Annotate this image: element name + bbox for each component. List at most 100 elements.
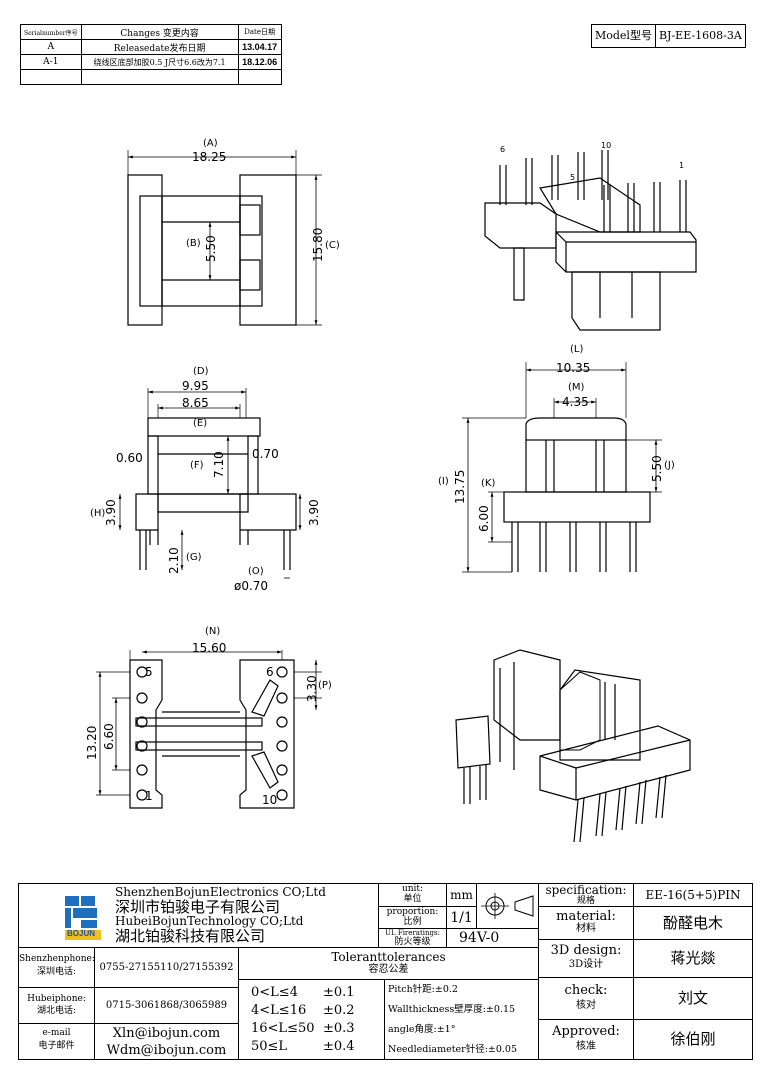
tol-value: ±0.4 [323,1039,355,1054]
bottom-pin6: 6 [266,665,274,679]
dim-O-value: ø0.70 [234,579,268,593]
isometric-view-upper [484,150,697,331]
tolerance-title-cell: Toleranttolerances 容忍公差 [239,948,539,980]
tol-range: 16<L≤50 [251,1021,315,1036]
design-label-cell: 3D design: 3D设计 [539,940,634,978]
fire-label-cn: 防火等级 [394,937,431,947]
iso-pin5: 5 [570,173,575,182]
tol-value: ±0.1 [323,985,355,1000]
unit-label-cn: 单位 [403,894,422,904]
bottom-pin10: 10 [262,793,277,807]
email-label: e-mail [42,1028,71,1038]
dim-A-label: (A) [203,138,218,149]
tol-pitch: Pitch针距:±0.2 [388,984,458,995]
fire-value: 94V-0 [447,929,539,948]
tol-range: 50≤L [251,1039,288,1054]
company-block: BOJUN ShenzhenBojunElectronics CO;Ltd 深圳… [19,884,379,948]
dim-right-gap: 0.70 [252,447,279,461]
dim-K-label: (K) [481,478,495,489]
dim-F-label: (F) [190,460,204,471]
proportion-label: proportion: [386,907,439,917]
dim-P-value: 3.30 [305,675,319,702]
dim-H-value: 3.90 [104,499,118,526]
proportion-label-cell: proportion: 比例 [379,907,447,929]
fire-label-cell: UL Fireratings: 防火等级 [379,929,447,948]
material-label-cn: 材料 [576,923,596,934]
company-en-1: ShenzhenBojunElectronics CO;Ltd [115,885,326,899]
design-label: 3D design: [550,943,622,958]
spec-label-cell: specification: 规格 [539,884,634,907]
tol-range: 4<L≤16 [251,1003,307,1018]
sz-phone: 0755-27155110/27155392 [95,948,239,988]
spec-label: specification: [545,883,627,897]
spec-value: EE-16(5+5)PIN [634,884,752,907]
check-label-cn: 核对 [576,1000,596,1011]
dim-bottom-v1: 13.20 [85,726,99,760]
iso-pin10: 10 [601,141,611,150]
dim-D-value: 9.95 [182,379,209,393]
dim-G-label: (G) [186,552,202,563]
hb-phone-label-cn: 湖北电话: [36,1006,77,1016]
dim-C-value: 15.80 [311,228,325,262]
tol-angle: angle角度:±1° [388,1024,456,1035]
email-label-cell: e-mail 电子邮件 [19,1024,95,1060]
company-cn-1: 深圳市铂骏电子有限公司 [115,898,281,916]
dim-F-value: 7.10 [212,451,226,478]
isometric-view-lower [455,649,691,843]
iso-pin1: 1 [679,161,684,170]
dim-G-value: 2.10 [167,547,181,574]
dim-B-value: 5.50 [204,235,218,262]
tol-value: ±0.3 [323,1021,355,1036]
projection-symbol-icon [477,884,539,929]
dim-M-label: (M) [568,382,585,393]
tol-value: ±0.2 [323,1003,355,1018]
email-label-cn: 电子邮件 [38,1041,75,1051]
side-view [462,362,662,573]
iso-pin6: 6 [500,145,505,154]
bottom-pin5: 5 [145,665,153,679]
approved-value: 徐伯刚 [670,1030,716,1048]
dim-A-value: 18.25 [192,150,226,164]
hb-phone-label-cell: Hubeiphone: 湖北电话: [19,988,95,1024]
email-cell: Xln@ibojun.com Wdm@ibojun.com [95,1024,239,1060]
check-label-cell: check: 核对 [539,978,634,1020]
material-label: material: [556,909,616,924]
approved-label: Approved: [552,1024,620,1039]
dim-J-value: 5.50 [650,455,664,482]
tol-wall: Wallthickness壁厚度:±0.15 [388,1004,516,1015]
unit-label: unit: [401,884,424,894]
sz-phone-label-cn: 深圳电话: [36,967,77,977]
model-value: BJ-EE-1608-3A [654,25,745,47]
dim-P-label: (P) [318,680,332,691]
design-value: 蒋光燚 [634,940,752,978]
dim-N-label: (N) [205,626,220,637]
tol-title: Toleranttolerances [331,950,446,964]
tol-range: 0<L≤4 [251,985,298,1000]
model-box: Model型号 BJ-EE-1608-3A [591,24,746,48]
model-label: Model型号 [595,29,652,42]
technical-drawing: (A) 18.25 (B) 5.50 15.80 (C) 6 10 [85,138,697,843]
hb-phone: 0715-3061868/3065989 [95,988,239,1024]
unit-label-cell: unit: 单位 [379,884,447,907]
bottom-pin1: 1 [145,789,153,803]
dim-N-value: 15.60 [192,641,226,655]
tol-title-cn: 容忍公差 [368,964,409,975]
check-value: 刘文 [634,978,752,1020]
dim-D-label: (D) [193,366,209,377]
email-2: Wdm@ibojun.com [106,1043,227,1058]
dim-L-label: (L) [570,344,583,355]
dim-left-gap: 0.60 [116,451,143,465]
hb-phone-label: Hubeiphone: [27,994,86,1004]
rev-date [237,69,282,85]
sz-phone-label: Shenzhenphone: [19,954,95,964]
approved-label-cell: Approved: 核准 [539,1020,634,1060]
bojun-logo: BOJUN [63,894,103,940]
top-view [127,150,322,326]
tolerance-notes: Pitch针距:±0.2 Wallthickness壁厚度:±0.15 angl… [385,980,539,1060]
proportion-label-cn: 比例 [403,917,422,927]
dim-M-value: 4.35 [562,395,589,409]
dim-K-value: 6.00 [477,505,491,532]
logo-text: BOJUN [67,929,96,938]
dim-H-label: (H) [90,508,105,519]
dim-I-label: (I) [438,476,449,487]
